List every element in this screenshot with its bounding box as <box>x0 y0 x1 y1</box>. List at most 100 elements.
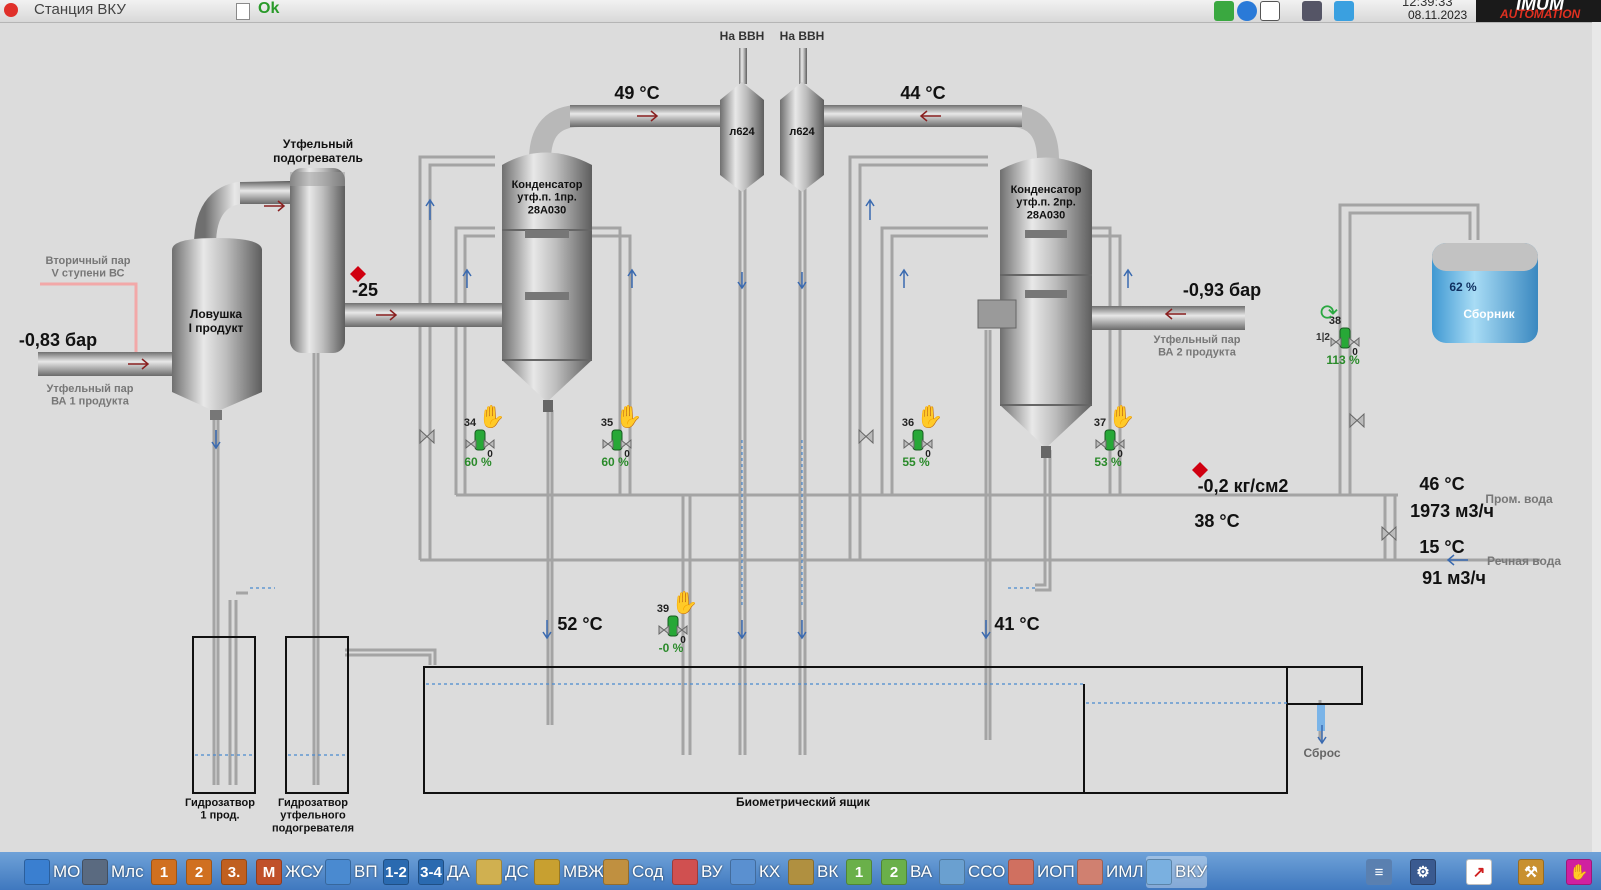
status-ok: Ok <box>258 0 280 17</box>
gear-icon[interactable]: ⚙ <box>1410 856 1436 888</box>
taskbar-item[interactable]: КХ <box>730 856 780 888</box>
taskbar-item-icon[interactable] <box>1146 859 1172 885</box>
taskbar-item-icon[interactable] <box>1077 859 1103 885</box>
taskbar-item[interactable]: ВП <box>325 856 378 888</box>
taskbar-item[interactable]: 1-2 <box>383 856 409 888</box>
valve-actuator[interactable] <box>912 429 924 451</box>
taskbar-item-icon[interactable] <box>24 859 50 885</box>
valve-body <box>903 438 933 450</box>
taskbar-item-icon[interactable]: 2 <box>881 859 907 885</box>
taskbar-item-icon[interactable] <box>730 859 756 885</box>
taskbar-item[interactable]: МВЖ <box>534 856 604 888</box>
taskbar-item[interactable]: МО <box>24 856 80 888</box>
taskbar-item-icon[interactable] <box>1008 859 1034 885</box>
taskbar-item-icon[interactable]: 1 <box>151 859 177 885</box>
taskbar-item[interactable]: Сод <box>603 856 663 888</box>
taskbar-item-icon[interactable]: 2 <box>186 859 212 885</box>
telegram-icon[interactable] <box>1334 1 1354 21</box>
taskbar-item[interactable]: ССО <box>939 856 1005 888</box>
valve-actuator[interactable] <box>1104 429 1116 451</box>
separator-b[interactable] <box>780 82 824 192</box>
condenser-1[interactable] <box>502 152 592 413</box>
taskbar-item-icon[interactable] <box>788 859 814 885</box>
taskbar-item-icon[interactable]: 3. <box>221 859 247 885</box>
taskbar-item-icon[interactable] <box>82 859 108 885</box>
taskbar-item-icon[interactable] <box>325 859 351 885</box>
temp-cond1-out: 52 °C <box>557 614 602 634</box>
taskbar-item[interactable]: ВУ <box>672 856 723 888</box>
close-icon[interactable] <box>4 3 18 17</box>
flow-river: 91 м3/ч <box>1422 568 1486 588</box>
refresh-icon[interactable]: ⟳ <box>1320 300 1338 325</box>
taskbar-item[interactable]: Млс <box>82 856 144 888</box>
taskbar-item-icon[interactable] <box>534 859 560 885</box>
taskbar-item-icon[interactable] <box>476 859 502 885</box>
taskbar-item[interactable]: 1 <box>846 856 872 888</box>
valve-zero: 0 <box>925 449 931 460</box>
alarm-icons[interactable] <box>350 266 1208 478</box>
valve-actuator[interactable] <box>474 429 486 451</box>
taskbar-item[interactable]: ВК <box>788 856 838 888</box>
valve-actuator[interactable] <box>667 615 679 637</box>
chat-icon[interactable] <box>1237 1 1257 21</box>
manual-valves[interactable] <box>419 412 1397 542</box>
add-icon[interactable] <box>1214 1 1234 21</box>
menu-icon[interactable]: ≡ <box>1366 856 1392 888</box>
hand-icon[interactable]: ✋ <box>615 404 642 429</box>
taskbar-item-icon[interactable] <box>672 859 698 885</box>
trend-icon[interactable]: ↗ <box>1466 856 1492 888</box>
heater-vessel[interactable] <box>290 168 345 353</box>
network-icon[interactable] <box>1260 1 1280 21</box>
taskbar-item-icon[interactable]: М <box>256 859 282 885</box>
taskbar-item-icon[interactable]: 1-2 <box>383 859 409 885</box>
taskbar-item[interactable]: 1 <box>151 856 177 888</box>
taskbar-item[interactable]: ДС <box>476 856 529 888</box>
taskbar-item[interactable]: ИОП <box>1008 856 1075 888</box>
hand-icon[interactable]: ✋ <box>671 590 698 615</box>
label-separator-a: л624 <box>729 126 755 138</box>
hand-icon[interactable]: ✋ <box>916 404 943 429</box>
hand-icon[interactable]: ✋ <box>478 404 505 429</box>
taskbar-item[interactable]: ВКУ <box>1146 856 1208 888</box>
taskbar-item-label: ВК <box>817 862 839 881</box>
temp-line-2: 44 °C <box>900 83 945 103</box>
right-scrollbar[interactable] <box>1592 22 1601 852</box>
valve-body <box>1330 336 1360 348</box>
valve-actuator[interactable] <box>1339 327 1351 349</box>
taskbar-item-icon[interactable] <box>939 859 965 885</box>
taskbar-item-icon[interactable] <box>603 859 629 885</box>
condenser-2[interactable] <box>977 157 1092 459</box>
user-icon[interactable] <box>1302 1 1322 21</box>
hand-touch-icon[interactable]: ✋ <box>1566 856 1592 888</box>
document-icon[interactable] <box>236 3 250 20</box>
hand-icon[interactable]: ✋ <box>1108 404 1135 429</box>
taskbar-item-label: ВУ <box>701 862 723 881</box>
taskbar-item[interactable]: ИМЛ <box>1077 856 1144 888</box>
label-bio-box: Биометрический ящик <box>736 795 871 809</box>
vacuum-heater: -25 <box>352 280 378 300</box>
user-tools-icon[interactable]: ⚒ <box>1518 856 1544 888</box>
trap-vessel[interactable] <box>172 238 262 420</box>
control-valve-39[interactable]: 390-0 %✋ <box>657 590 699 655</box>
collector-tank[interactable] <box>1432 243 1538 343</box>
taskbar-item-icon[interactable]: 1 <box>846 859 872 885</box>
valve-actuator[interactable] <box>611 429 623 451</box>
taskbar-item[interactable]: 2 <box>186 856 212 888</box>
taskbar-item-icon[interactable]: 3-4 <box>418 859 444 885</box>
drain-pipe <box>1317 705 1325 731</box>
separator-a[interactable] <box>720 82 764 192</box>
taskbar-item[interactable]: 3. <box>221 856 247 888</box>
